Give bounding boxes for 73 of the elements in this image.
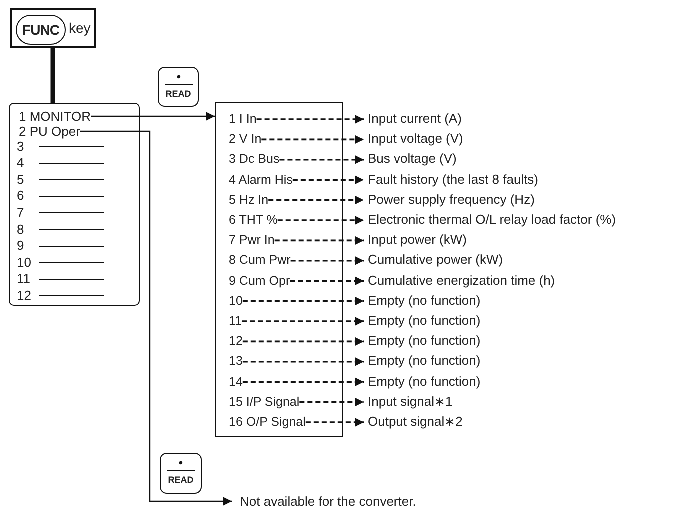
menu-item: 4 Alarm His	[229, 172, 293, 189]
func-key: FUNC	[16, 15, 66, 45]
menu-number: 11	[17, 270, 30, 288]
description-text: Electronic thermal O/L relay load factor (%)	[368, 211, 616, 228]
menu-item: 7 Pwr In	[229, 232, 275, 250]
menu-item: 1 I In	[229, 111, 257, 128]
menu-item: 13	[229, 353, 243, 370]
arrow	[256, 115, 364, 124]
description-text: Empty (no function)	[368, 372, 481, 390]
menu-item: 2 PU Oper	[19, 123, 80, 140]
menu-number: 7	[17, 204, 24, 221]
arrow	[290, 276, 364, 286]
description-text: Empty (no function)	[368, 292, 481, 309]
description-text: Empty (no function)	[368, 332, 481, 350]
arrow	[242, 296, 364, 306]
menu-item: 14	[229, 374, 243, 391]
description-text: Fault history (the last 8 faults)	[368, 170, 539, 188]
arrow	[242, 357, 364, 366]
key-caption: READ	[164, 88, 192, 100]
menu-item: 5 Hz In	[229, 192, 269, 209]
arrow	[292, 176, 364, 185]
description-text: Cumulative power (kW)	[368, 251, 504, 268]
description-text: Power supply frequency (Hz)	[368, 190, 535, 208]
connector-line	[50, 48, 56, 103]
menu-number: 8	[17, 220, 24, 238]
read-key	[158, 67, 199, 107]
menu-number: 3	[17, 138, 24, 154]
description-text: Output signal∗2	[368, 413, 463, 430]
arrow	[80, 130, 232, 506]
arrow	[290, 256, 364, 266]
description-text: Bus voltage (V)	[368, 150, 457, 168]
menu-item: 6 THT %	[229, 212, 278, 229]
note-text: Not available for the converter.	[240, 493, 416, 510]
menu-item: 10	[229, 292, 243, 310]
arrow	[268, 196, 364, 205]
arrow	[262, 135, 364, 144]
arrow	[306, 418, 364, 427]
description-text: Input voltage (V)	[368, 130, 464, 148]
arrow	[91, 112, 215, 121]
description-text: Cumulative energization time (h)	[368, 272, 556, 289]
arrow	[242, 378, 364, 387]
key-box	[10, 8, 96, 48]
menu-number: 9	[17, 237, 24, 254]
menu-number: 6	[17, 187, 24, 204]
description-text: Input signal∗1	[368, 392, 453, 410]
description-text: Input current (A)	[368, 110, 462, 127]
description-text: Empty (no function)	[368, 352, 481, 370]
menu-item: 3 Dc Bus	[229, 151, 280, 168]
arrow	[274, 236, 364, 246]
menu-item: 11	[229, 313, 242, 330]
description-text: Input power (kW)	[368, 231, 467, 248]
menu-number: 4	[17, 154, 24, 172]
description-text: Empty (no function)	[368, 312, 481, 329]
menu-item: 1 MONITOR	[19, 108, 91, 125]
menu-item: 12	[229, 333, 243, 350]
key-label: key	[69, 20, 91, 37]
menu-item: 15 I/P Signal	[229, 394, 300, 411]
arrow	[280, 155, 364, 164]
menu-item: 16 O/P Signal	[229, 414, 306, 431]
read-key	[160, 453, 202, 494]
arrow	[242, 317, 364, 326]
menu-number: 10	[17, 254, 32, 271]
menu-item: 8 Cum Pwr	[229, 252, 291, 270]
key-caption: READ	[167, 474, 195, 486]
menu-panel	[9, 103, 140, 306]
monitor-list-panel	[215, 102, 343, 437]
menu-item: 9 Cum Opr	[229, 272, 290, 290]
menu-number: 5	[17, 170, 24, 188]
arrow	[278, 216, 364, 225]
arrow	[242, 337, 364, 346]
arrow	[300, 398, 364, 407]
menu-item: 2 V In	[229, 131, 262, 148]
menu-number: 12	[17, 286, 32, 304]
